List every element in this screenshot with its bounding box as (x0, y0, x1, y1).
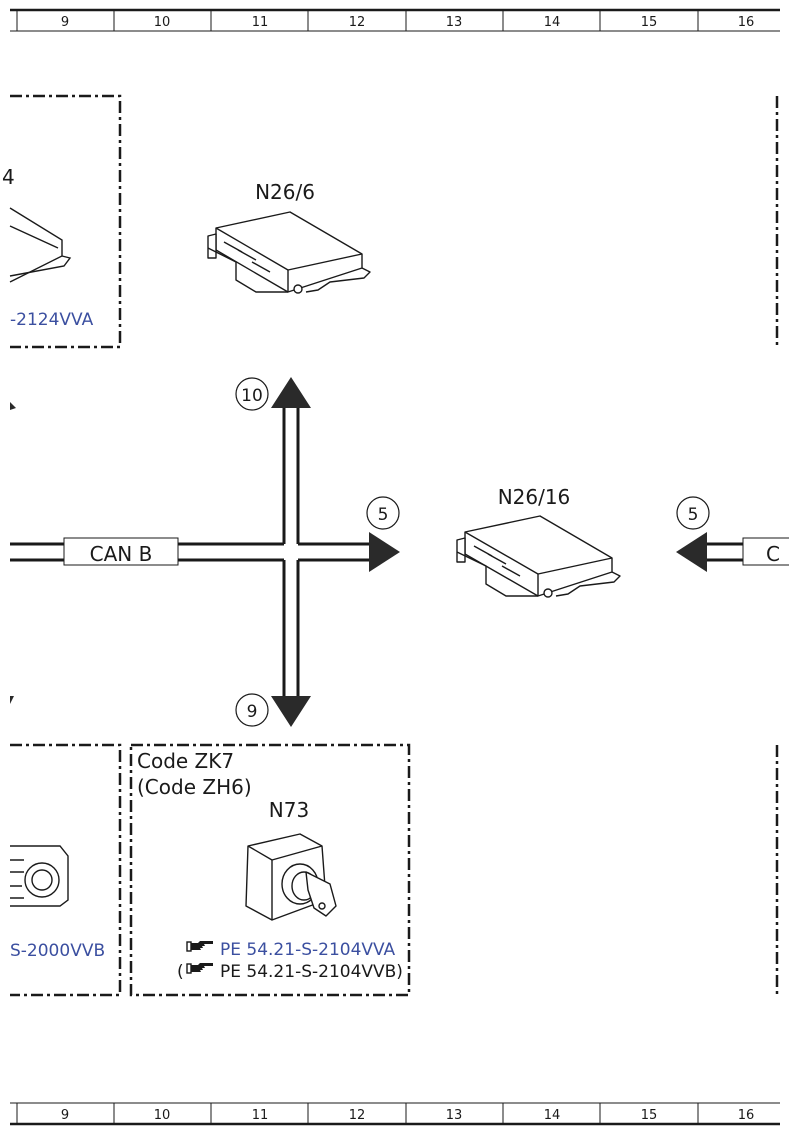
zk7-code-line1: Code ZK7 (137, 749, 234, 773)
ruler-top-col-12: 12 (349, 15, 366, 30)
marker-right-circle (366, 496, 400, 530)
ruler-bottom-col-10: 10 (154, 1108, 171, 1123)
ruler-bottom-col-15: 15 (641, 1108, 658, 1123)
ruler-top-col-13: 13 (446, 15, 463, 30)
ruler-bottom-col-16: 16 (738, 1108, 755, 1123)
n26-16-label: N26/16 (498, 485, 571, 509)
ruler-top-col-10: 10 (154, 15, 171, 30)
can-label-box-right (742, 537, 789, 566)
cut-box-top-left (10, 94, 122, 349)
reference-hand-icon (186, 940, 214, 952)
cut-left-module-drawing (9, 207, 72, 283)
n73-ignition-switch-drawing (245, 833, 337, 921)
marker-down-circle (235, 693, 269, 727)
zk7-ref2-paren: ( (177, 962, 184, 982)
n73-label: N73 (269, 798, 309, 822)
top-ruler: 9 10 11 12 13 14 15 16 (10, 8, 780, 32)
ruler-top-col-11: 11 (252, 15, 269, 30)
arrow-right (369, 532, 400, 572)
n26-6-label: N26/6 (255, 180, 315, 204)
ruler-bottom-col-11: 11 (252, 1108, 269, 1123)
marker-down-number: 9 (247, 702, 258, 722)
marker-right-number: 5 (378, 505, 389, 525)
arrow-right-incoming (676, 532, 707, 572)
cut-left-bottom-drawing (10, 845, 69, 907)
marker-right-in-number: 5 (688, 505, 699, 525)
ruler-bottom-col-9: 9 (61, 1108, 69, 1123)
reference-hand-icon-2 (186, 962, 214, 974)
marker-up-number: 10 (241, 386, 263, 406)
cut-left-bottom-ref[interactable]: S-2000VVB (10, 941, 105, 961)
arrow-down (271, 696, 311, 727)
ruler-bottom-col-13: 13 (446, 1108, 463, 1123)
n26-16-module-drawing (456, 515, 621, 598)
zk7-box (129, 743, 411, 997)
marker-up-circle (235, 377, 269, 411)
ruler-bottom-col-12: 12 (349, 1108, 366, 1123)
cut-box-bottom-left (10, 743, 122, 997)
n26-6-module-drawing (207, 211, 371, 294)
can-label-right: C (766, 542, 780, 566)
ruler-top-col-15: 15 (641, 15, 658, 30)
cut-left-top-label: 4 (2, 165, 15, 189)
bottom-ruler: 9 10 11 12 13 14 15 16 (10, 1102, 780, 1126)
ruler-bottom-col-14: 14 (544, 1108, 561, 1123)
arrow-left-down-cut (10, 696, 14, 704)
can-b-label-box (63, 537, 179, 566)
zk7-ref-link-1[interactable]: PE 54.21-S-2104VVA (220, 940, 396, 960)
ruler-top-col-16: 16 (738, 15, 755, 30)
zk7-code-line2: (Code ZH6) (137, 775, 252, 799)
ruler-top-col-9: 9 (61, 15, 69, 30)
arrow-left-up-cut (10, 402, 16, 410)
can-b-label: CAN B (90, 542, 153, 566)
zk7-ref-2[interactable]: PE 54.21-S-2104VVB) (220, 962, 403, 982)
cut-left-top-ref[interactable]: -2124VVA (10, 310, 94, 330)
ruler-top-col-14: 14 (544, 15, 561, 30)
marker-right-in-circle (676, 496, 710, 530)
arrow-up (271, 377, 311, 408)
